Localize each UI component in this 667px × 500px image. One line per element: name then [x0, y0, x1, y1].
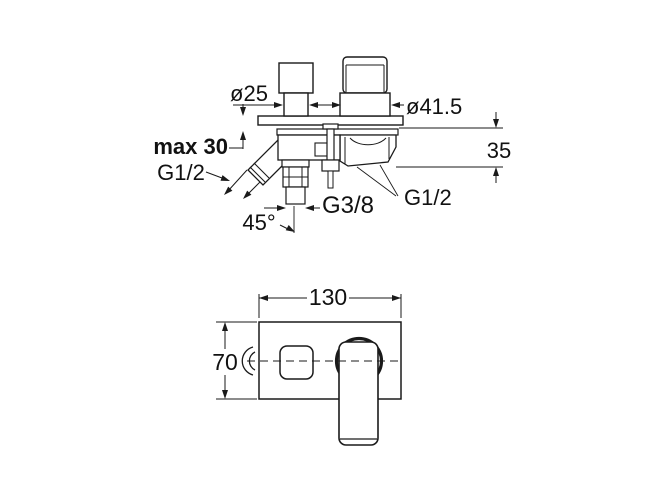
g38-stub — [281, 159, 310, 205]
body-detail-square — [314, 142, 329, 157]
body-flange — [276, 128, 399, 136]
label-cartridge-diameter: ø41.5 — [406, 94, 462, 119]
dim-plate-height: 70 — [212, 321, 257, 400]
label-body-depth: 35 — [487, 138, 511, 163]
valve-body-right — [339, 134, 397, 167]
dim-max-wall: max 30 — [153, 104, 246, 159]
label-spout-diameter: ø25 — [230, 81, 268, 106]
label-drain-thread: G3/8 — [322, 192, 374, 219]
dim-spout-diameter: ø25 — [230, 81, 341, 108]
diverter-rod — [321, 123, 340, 189]
label-max-wall: max 30 — [153, 134, 228, 159]
dim-drain-thread: G3/8 — [264, 192, 374, 219]
dim-body-depth: 35 — [396, 112, 511, 183]
label-angle: 45° — [242, 210, 275, 235]
handle-column — [339, 56, 391, 117]
dim-inlet-thread: G1/2 — [356, 164, 452, 210]
spout-column — [278, 62, 314, 117]
side-view: ø25 ø41.5 max 30 G1/2 — [153, 56, 511, 235]
dim-angle: 45° — [242, 206, 295, 235]
label-shower-thread: G1/2 — [157, 160, 205, 185]
dim-shower-thread: G1/2 — [157, 160, 230, 185]
lever-handle — [338, 341, 379, 446]
label-plate-width: 130 — [309, 284, 347, 310]
dim-plate-width: 130 — [258, 284, 402, 318]
spout-face — [279, 345, 314, 380]
label-inlet-thread: G1/2 — [404, 185, 452, 210]
label-plate-height: 70 — [212, 349, 238, 375]
dim-cartridge-diameter: ø41.5 — [391, 94, 462, 119]
angle-arrow-outer — [224, 186, 233, 195]
angle-arrow-inner — [243, 190, 252, 199]
front-view: 130 70 — [212, 284, 402, 446]
